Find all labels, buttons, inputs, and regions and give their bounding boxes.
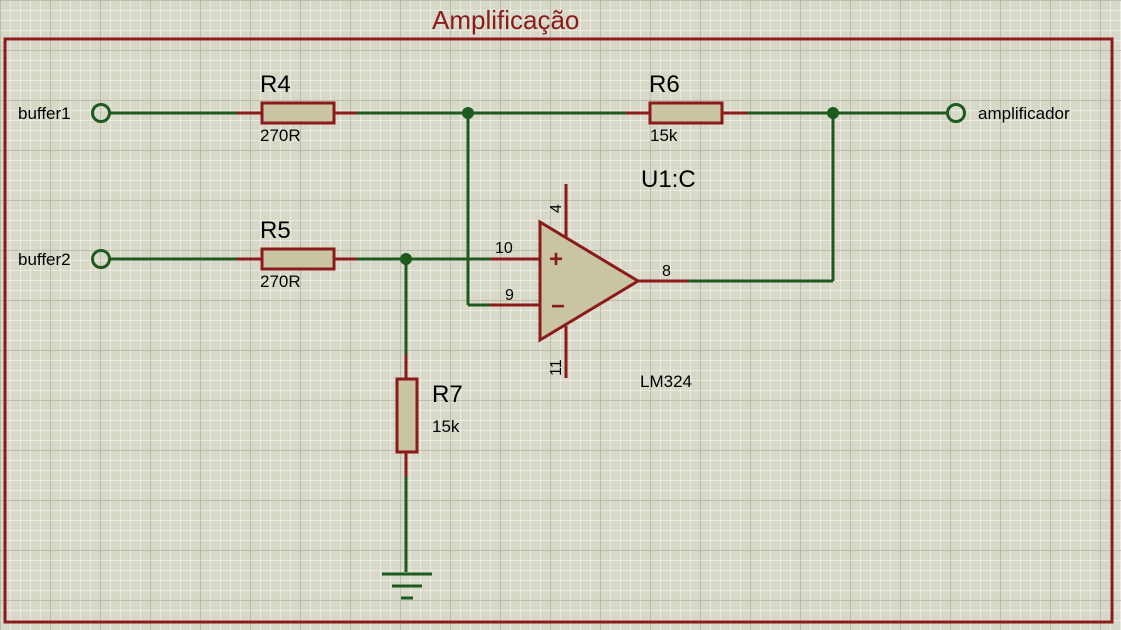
junction-dot [462,107,474,119]
ground-icon [382,572,432,600]
component-ref: R4 [260,71,291,98]
terminal-label: buffer2 [18,250,71,269]
component-ref: U1:C [641,166,696,193]
resistor-body [648,101,724,125]
opamp-plus-symbol: + [549,246,563,273]
opamp-u1c[interactable]: + − 10 9 8 4 11 U1:C LM324 [490,166,696,391]
resistor-r7[interactable]: R7 15k [395,354,463,477]
terminal-buffer2[interactable]: buffer2 [18,249,111,269]
terminal-label: amplificador [978,104,1070,123]
component-value: 270R [260,126,301,145]
sheet-frame [3,37,1114,624]
opamp-triangle [538,219,641,343]
terminal-port-icon [946,103,966,123]
terminal-buffer1[interactable]: buffer1 [18,103,111,123]
junction-dot [827,107,839,119]
pin-number: 11 [548,359,565,376]
resistor-r6[interactable]: R6 15k [626,71,748,145]
component-value: 15k [432,417,460,436]
terminal-port-icon [91,103,111,123]
terminal-amplificador[interactable]: amplificador [946,103,1070,123]
wires [110,111,946,572]
sheet-title: Amplificação [432,5,579,35]
resistor-body [260,247,336,271]
component-part: LM324 [640,372,692,391]
opamp-minus-symbol: − [551,293,565,320]
pin-number: 9 [505,287,514,304]
resistor-r5[interactable]: R5 270R [237,217,357,291]
junction-dot [400,253,412,265]
pin-number: 4 [548,204,565,213]
component-value: 15k [650,126,678,145]
resistor-body [395,377,419,454]
component-value: 270R [260,272,301,291]
pin-number: 8 [662,263,671,280]
component-ref: R7 [432,381,463,408]
resistor-body [260,101,336,125]
pin-number: 10 [495,240,513,257]
terminal-label: buffer1 [18,104,71,123]
resistor-r4[interactable]: R4 270R [237,71,357,145]
component-ref: R5 [260,217,291,244]
terminal-port-icon [91,249,111,269]
component-ref: R6 [649,71,680,98]
